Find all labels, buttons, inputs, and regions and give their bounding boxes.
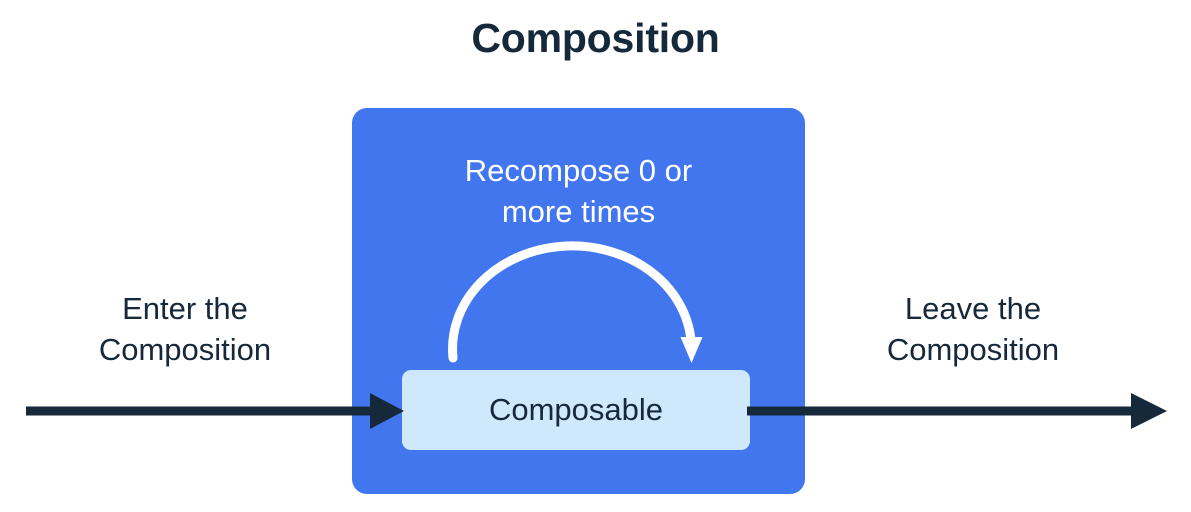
composable-label: Composable	[488, 392, 664, 427]
enter-composition-label: Enter the Composition	[98, 291, 272, 367]
enter-composition-arrow	[26, 393, 404, 429]
recompose-loop-arrow	[448, 241, 703, 363]
page-title: Composition	[471, 15, 720, 61]
composable-box: Composable	[402, 370, 750, 450]
leave-composition-arrow	[747, 393, 1167, 429]
recompose-label: Recompose 0 or more times	[464, 153, 693, 229]
leave-composition-label: Leave the Composition	[886, 291, 1060, 367]
